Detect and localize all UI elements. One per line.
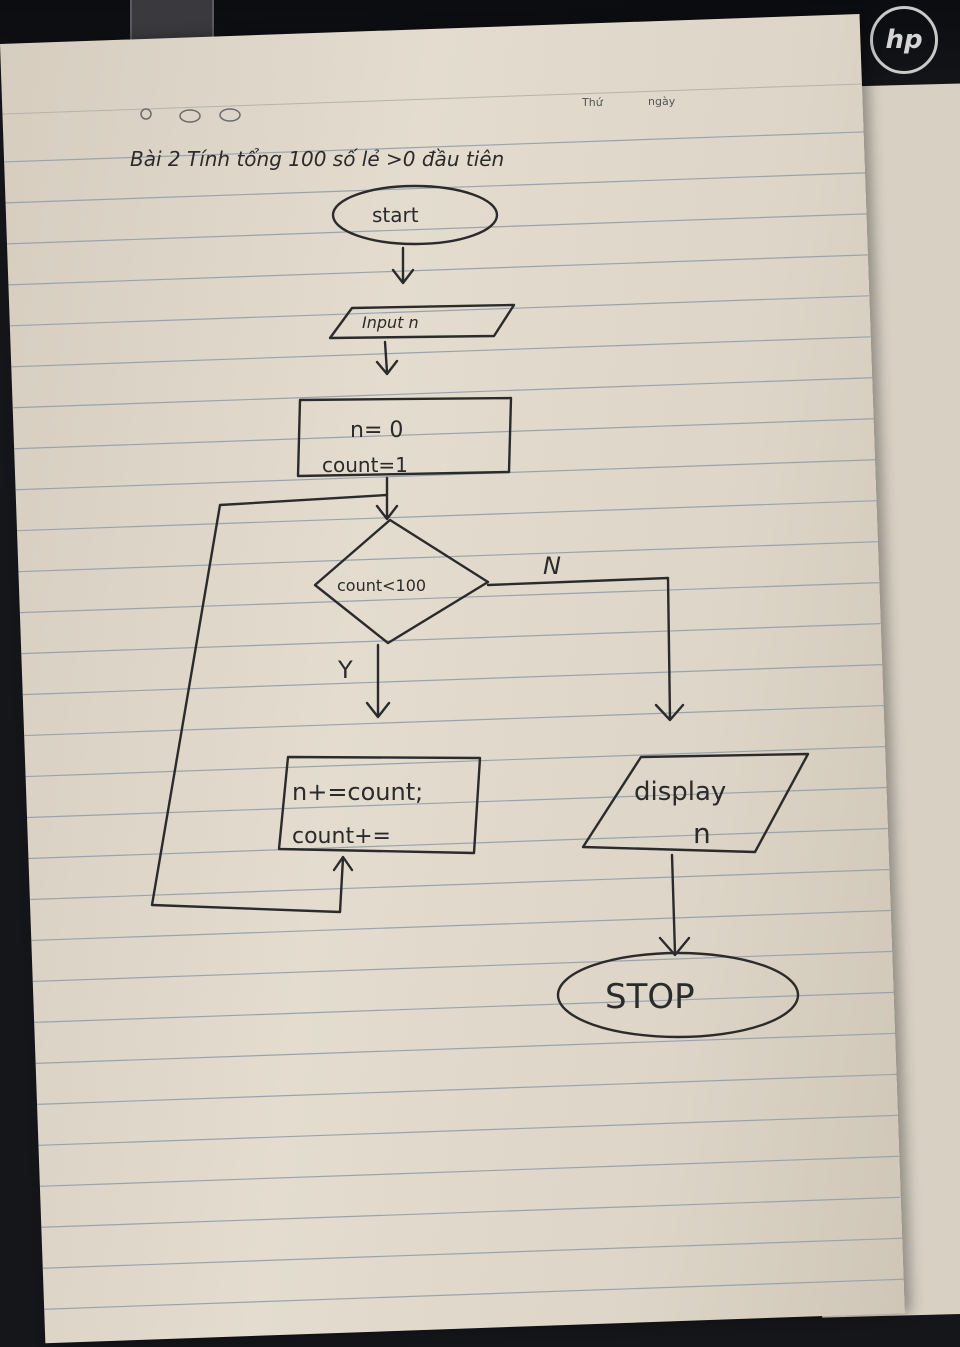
stop-terminal — [556, 951, 800, 1039]
ruled-line — [35, 1032, 896, 1064]
condition-label: count<100 — [337, 576, 426, 595]
start-label: start — [372, 203, 419, 227]
ruled-line — [21, 623, 881, 655]
ruled-line — [42, 1237, 903, 1269]
no-label: N — [543, 552, 561, 580]
ruled-line — [44, 1278, 904, 1310]
start-terminal — [331, 184, 499, 246]
ruled-lines — [2, 83, 904, 1310]
notebook-page — [0, 13, 905, 1344]
ruled-line — [6, 213, 867, 245]
ruled-line — [26, 786, 887, 819]
loop-back-line — [150, 493, 389, 914]
sun-icon — [140, 108, 152, 120]
weekday-label: Thứ — [581, 96, 604, 109]
ruled-line — [19, 582, 880, 614]
arrow-input-init — [375, 340, 399, 376]
output-line2: n — [693, 817, 711, 850]
ruled-line — [41, 1196, 901, 1228]
arrow-yes — [365, 643, 391, 719]
init-line2: count=1 — [322, 453, 408, 477]
ruled-line — [12, 377, 873, 409]
ruled-line — [9, 295, 870, 327]
weather-icons — [140, 108, 241, 123]
init-line1: n= 0 — [350, 418, 403, 443]
exercise-title: Bài 2 Tính tổng 100 số lẻ >0 đầu tiên — [130, 147, 504, 171]
arrow-init-decision — [375, 476, 399, 521]
output-parallelogram — [581, 752, 810, 854]
ruled-line — [31, 909, 891, 942]
ruled-line — [16, 500, 877, 532]
hp-logo: hp — [870, 6, 938, 74]
stop-label: STOP — [605, 977, 695, 1017]
ruled-line — [8, 254, 868, 286]
ruled-line — [32, 950, 893, 983]
input-parallelogram — [328, 303, 516, 340]
ruled-line — [38, 1114, 898, 1146]
ruled-line — [11, 336, 871, 368]
ruled-line — [34, 991, 894, 1024]
cloud-icon — [179, 109, 201, 123]
cloud-icon — [219, 108, 241, 122]
ruled-line — [24, 704, 884, 737]
ruled-line — [4, 131, 864, 163]
ruled-line — [14, 418, 874, 450]
input-label: Input n — [362, 313, 419, 332]
arrow-no — [486, 576, 685, 722]
ruled-line — [25, 745, 886, 778]
ruled-line — [39, 1155, 900, 1187]
ruled-line — [37, 1073, 897, 1105]
loop-process-box — [277, 755, 482, 855]
process-line1: n+=count; — [292, 778, 423, 806]
date-label: ngày — [648, 95, 676, 108]
loop-arrowhead — [332, 855, 354, 872]
ruled-line — [28, 827, 888, 860]
arrow-start-input — [391, 246, 415, 285]
ruled-line — [22, 663, 883, 696]
init-process-box — [296, 396, 513, 478]
ruled-line — [15, 459, 876, 491]
ruled-line — [29, 868, 890, 901]
output-line1: display — [634, 777, 726, 807]
flowchart-diagram: Thứ ngày Bài 2 Tính tổng 100 số lẻ >0 đầ… — [130, 95, 810, 1039]
yes-label: Y — [337, 656, 353, 684]
arrow-output-stop — [658, 853, 691, 957]
process-line2: count+= — [292, 824, 391, 849]
decision-diamond — [313, 518, 490, 645]
